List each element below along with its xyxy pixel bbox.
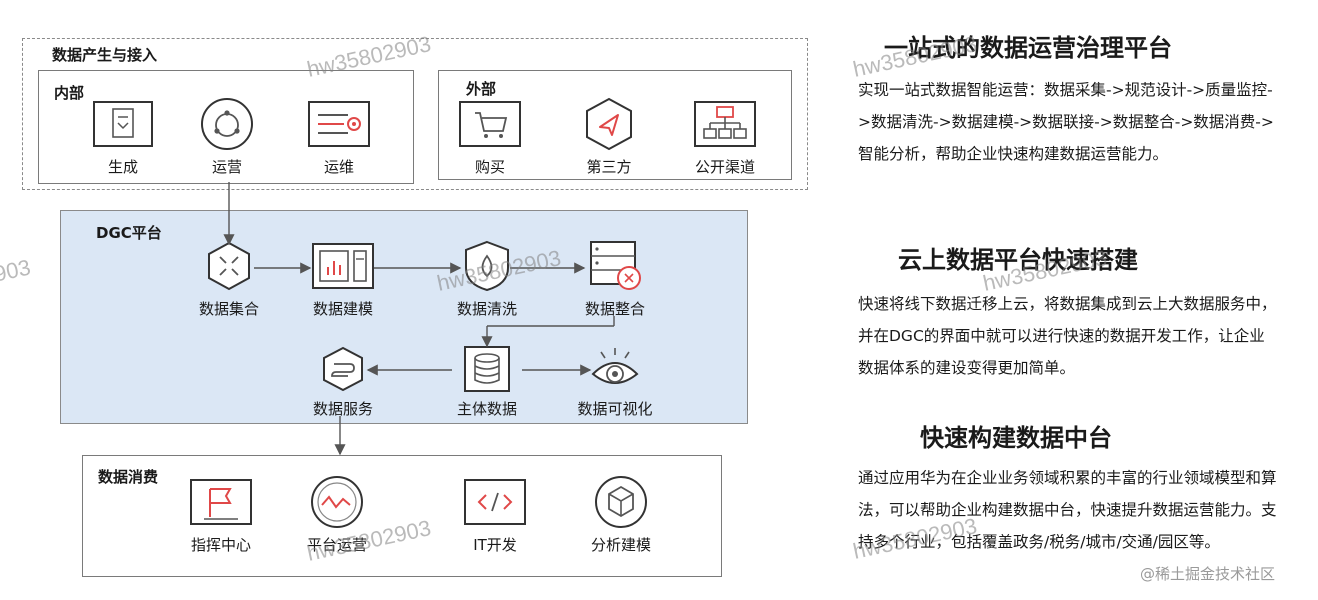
navigation-icon	[578, 97, 640, 151]
consumption-item-analysis-modeling: 分析建模	[566, 476, 676, 555]
consumption-title: 数据消费	[98, 468, 159, 486]
eye-icon	[584, 346, 646, 392]
cleanse-icon	[456, 240, 518, 292]
cart-icon	[459, 98, 521, 150]
footer-credit: @稀土掘金技术社区	[1140, 565, 1276, 583]
feature-title-1: 一站式的数据运营治理平台	[884, 34, 1172, 62]
item-label: IT开发	[473, 536, 517, 554]
consumption-item-platform-ops: 平台运营	[282, 476, 392, 555]
dgc-node-master-data: 主体数据	[432, 346, 542, 419]
item-label: 第三方	[586, 158, 632, 176]
feature-body-3: 通过应用华为在企业业务领域积累的丰富的行业领域模型和算法，可以帮助企业构建数据中…	[858, 469, 1277, 551]
item-label: 运维	[323, 158, 354, 176]
monitor-icon	[308, 98, 370, 150]
hierarchy-icon	[694, 98, 756, 150]
document-icon	[92, 98, 154, 150]
modeling-icon	[312, 240, 374, 292]
internal-item-operate: 运营	[172, 98, 282, 177]
watermark: 903	[0, 254, 33, 287]
node-label: 主体数据	[456, 400, 517, 418]
item-label: 公开渠道	[694, 158, 755, 176]
dgc-node-integrate: 数据整合	[560, 240, 670, 319]
dgc-node-modeling: 数据建模	[288, 240, 398, 319]
dgc-node-visualization: 数据可视化	[560, 346, 670, 419]
external-item-public-channel: 公开渠道	[670, 98, 780, 177]
external-item-buy: 购买	[435, 98, 545, 177]
data-source-title: 数据产生与接入	[52, 46, 158, 64]
consumption-item-it-dev: IT开发	[440, 476, 550, 555]
service-icon	[312, 346, 374, 392]
wave-icon	[306, 476, 368, 528]
internal-item-maintain: 运维	[284, 98, 394, 177]
node-label: 数据集合	[198, 300, 259, 318]
item-label: 购买	[474, 158, 505, 176]
external-item-third-party: 第三方	[554, 97, 664, 177]
feature-body-1: 实现一站式数据智能运营：数据采集->规范设计->质量监控->数据清洗->数据建模…	[858, 81, 1274, 163]
flag-icon	[190, 476, 252, 528]
feature-title-3: 快速构建数据中台	[920, 424, 1112, 452]
internal-item-generate: 生成	[68, 98, 178, 177]
node-label: 数据整合	[584, 300, 645, 318]
dgc-node-service: 数据服务	[288, 346, 398, 419]
item-label: 平台运营	[306, 536, 367, 554]
cycle-icon	[196, 98, 258, 150]
node-label: 数据服务	[312, 400, 373, 418]
code-icon	[464, 476, 526, 528]
dgc-node-integration: 数据集合	[174, 240, 284, 319]
node-label: 数据可视化	[577, 400, 653, 418]
feature-title-2: 云上数据平台快速搭建	[898, 246, 1138, 274]
dgc-platform-title: DGC平台	[96, 224, 162, 242]
integration-icon	[198, 240, 260, 292]
dgc-node-cleanse: 数据清洗	[432, 240, 542, 319]
item-label: 分析建模	[590, 536, 651, 554]
item-label: 生成	[107, 158, 138, 176]
database-icon	[456, 346, 518, 392]
external-title: 外部	[466, 80, 497, 98]
node-label: 数据清洗	[456, 300, 517, 318]
item-label: 指挥中心	[190, 536, 251, 554]
consumption-item-command-center: 指挥中心	[166, 476, 276, 555]
feature-body-2: 快速将线下数据迁移上云，将数据集成到云上大数据服务中，并在DGC的界面中就可以进…	[858, 295, 1277, 377]
data-source-region	[22, 38, 808, 190]
internal-title: 内部	[54, 84, 85, 102]
cube-icon	[590, 476, 652, 528]
node-label: 数据建模	[312, 300, 373, 318]
integrate-icon	[584, 240, 646, 292]
item-label: 运营	[211, 158, 242, 176]
